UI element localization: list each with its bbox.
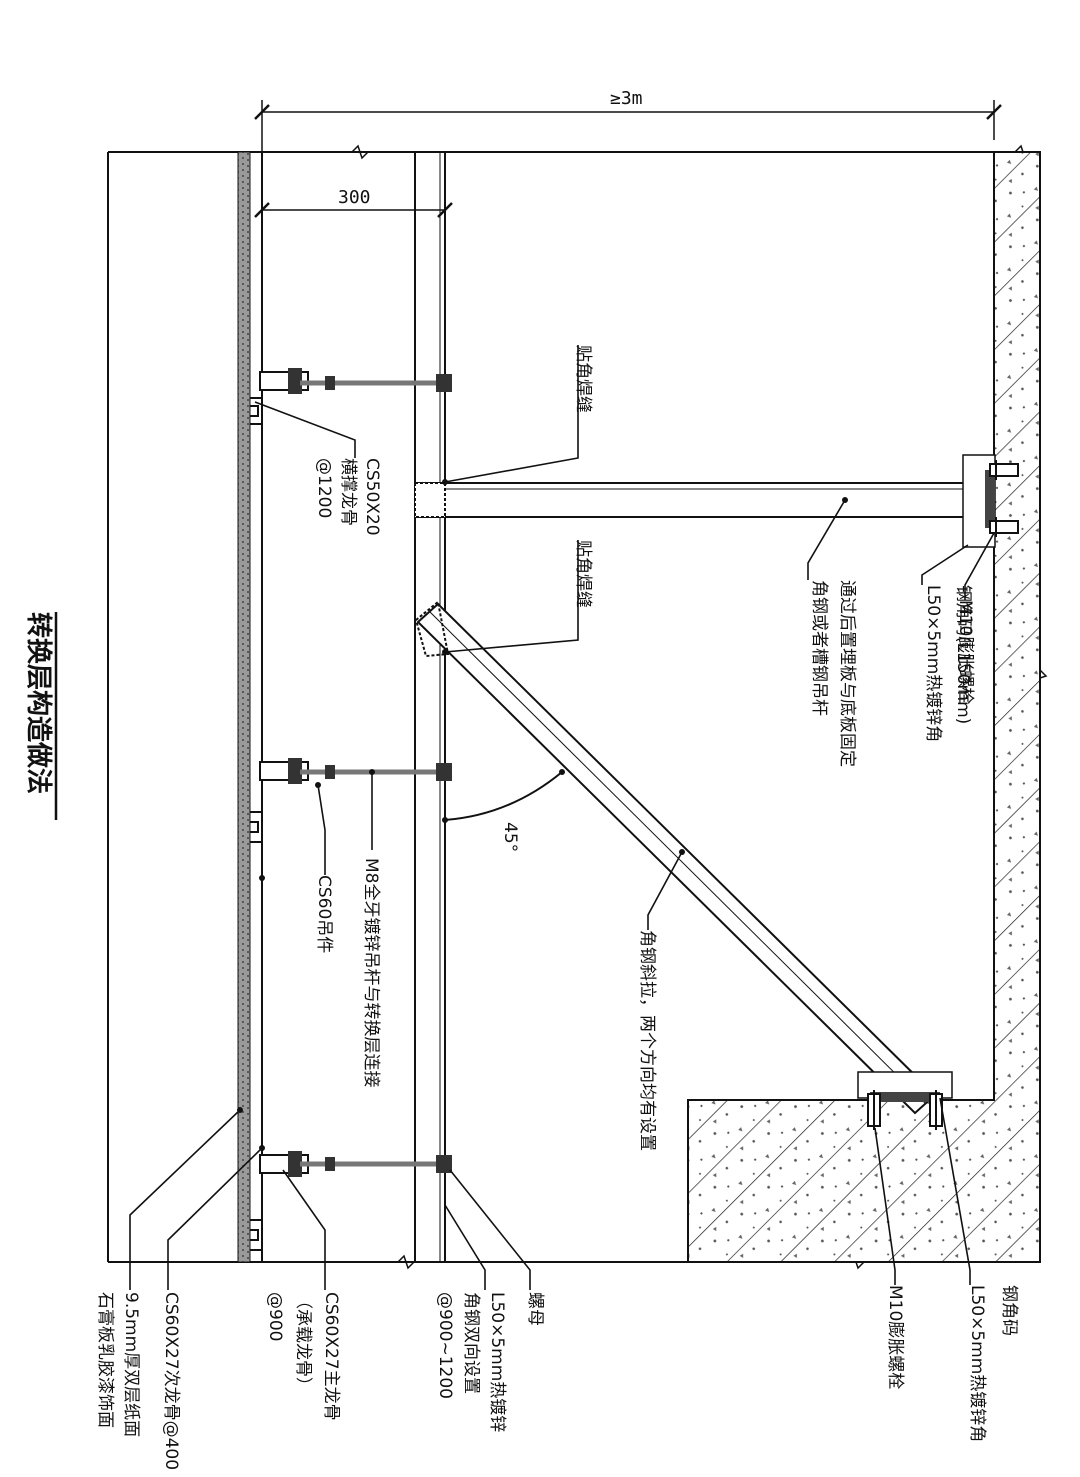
label-m8-rod: M8全牙镀锌吊杆与转换层连接 xyxy=(361,858,381,1087)
svg-text:L50×5mm热镀锌角: L50×5mm热镀锌角 xyxy=(967,1285,987,1442)
svg-text:（承载龙骨）: （承载龙骨） xyxy=(293,1292,313,1394)
label-gypsum: 9.5mm厚双层纸面 石膏板乳胶漆饰面 xyxy=(95,1292,141,1437)
label-cs60-secondary: CS60X27次龙骨@400 xyxy=(161,1292,181,1470)
hanger-assembly-3 xyxy=(250,1151,452,1251)
leader-dots xyxy=(237,479,848,1151)
svg-text:9.5mm厚双层纸面: 9.5mm厚双层纸面 xyxy=(121,1292,141,1437)
svg-text:钢角码: 钢角码 xyxy=(999,1285,1019,1336)
label-fillet-weld-1: 贴角焊缝 xyxy=(573,345,593,413)
angle-arc xyxy=(442,769,565,823)
keel-lines xyxy=(261,152,446,1262)
svg-text:角钢或者槽钢吊杆: 角钢或者槽钢吊杆 xyxy=(809,580,829,716)
label-cs60-hanger: CS60吊件 xyxy=(314,875,334,953)
svg-text:CS60X27主龙骨: CS60X27主龙骨 xyxy=(321,1292,341,1421)
angle-label: 45° xyxy=(500,822,520,852)
svg-text:@900~1200: @900~1200 xyxy=(435,1292,455,1399)
svg-text:CS60X27次龙骨@400: CS60X27次龙骨@400 xyxy=(161,1292,181,1470)
svg-text:角钢双向设置: 角钢双向设置 xyxy=(461,1292,481,1394)
steel-hanger-member xyxy=(414,454,1019,548)
label-l50-clip-top: L50×5mm热镀锌角 钢角码(L150mm) xyxy=(923,585,973,742)
diagonal-brace xyxy=(414,600,953,1130)
drawing-title: 转换层构造做法 xyxy=(23,612,53,794)
label-cs60-main: CS60X27主龙骨 （承载龙骨） @900 xyxy=(265,1292,341,1421)
label-l50-clip-bottom: L50×5mm热镀锌角 钢角码 xyxy=(967,1285,1019,1442)
svg-text:螺母: 螺母 xyxy=(525,1292,545,1326)
drawing-frame xyxy=(107,144,1048,1270)
label-m10-bottom: M10膨胀螺栓 xyxy=(885,1285,905,1389)
svg-text:L50×5mm热镀锌角: L50×5mm热镀锌角 xyxy=(923,585,943,742)
label-fillet-weld-2: 贴角焊缝 xyxy=(573,540,593,608)
label-nut: 螺母 xyxy=(525,1292,545,1326)
label-hanger-member: 角钢或者槽钢吊杆 通过后置埋板与底板固定 xyxy=(809,580,857,767)
svg-text:M10膨胀螺栓: M10膨胀螺栓 xyxy=(885,1285,905,1389)
gypsum-board xyxy=(237,151,251,1263)
svg-text:CS60吊件: CS60吊件 xyxy=(314,875,334,953)
svg-text:@1200: @1200 xyxy=(314,458,334,518)
concrete-structure xyxy=(687,151,1041,1263)
dimension-overall-text: ≥3m xyxy=(610,88,643,109)
svg-text:角钢斜拉，两个方向均有设置: 角钢斜拉，两个方向均有设置 xyxy=(637,930,657,1151)
svg-text:通过后置埋板与底板固定: 通过后置埋板与底板固定 xyxy=(837,580,857,767)
label-cs50-brace: CS50X20 横撑龙骨 @1200 xyxy=(314,458,382,536)
dimension-offset xyxy=(254,202,453,218)
svg-text:钢角码(L150mm): 钢角码(L150mm) xyxy=(953,585,973,724)
svg-text:M10膨胀螺栓: M10膨胀螺栓 xyxy=(955,600,975,704)
svg-text:M8全牙镀锌吊杆与转换层连接: M8全牙镀锌吊杆与转换层连接 xyxy=(361,858,381,1087)
svg-text:CS50X20: CS50X20 xyxy=(362,458,382,536)
dimension-overall xyxy=(254,100,1002,152)
leader-lines xyxy=(129,345,995,1290)
label-l50-bidirectional: L50×5mm热镀锌 角钢双向设置 @900~1200 xyxy=(435,1292,507,1432)
svg-text:石膏板乳胶漆饰面: 石膏板乳胶漆饰面 xyxy=(95,1292,116,1428)
svg-text:L50×5mm热镀锌: L50×5mm热镀锌 xyxy=(487,1292,507,1432)
svg-text:贴角焊缝: 贴角焊缝 xyxy=(573,345,593,413)
svg-text:贴角焊缝: 贴角焊缝 xyxy=(573,540,593,608)
svg-text:@900: @900 xyxy=(265,1292,285,1341)
hanger-assembly-2 xyxy=(250,758,452,843)
svg-text:横撑龙骨: 横撑龙骨 xyxy=(338,458,358,526)
dimension-offset-text: 300 xyxy=(338,187,371,208)
hanger-assembly-1 xyxy=(250,368,452,425)
label-m10-top: M10膨胀螺栓 xyxy=(955,600,975,704)
label-angle-brace: 角钢斜拉，两个方向均有设置 xyxy=(637,930,657,1151)
